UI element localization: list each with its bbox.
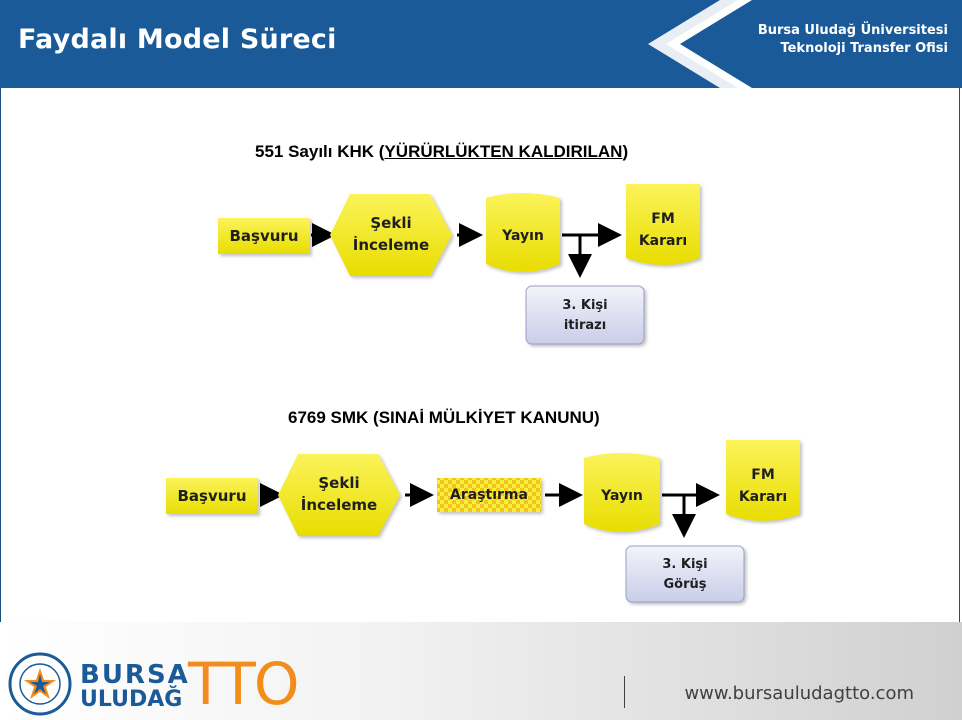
- d2-arastirma-label: Araştırma: [450, 487, 528, 503]
- d1-yayin-label: Yayın: [502, 228, 544, 244]
- d1-sekli-line2: İnceleme: [352, 236, 430, 254]
- logo-uludag-text: ULUDAĞ: [80, 687, 183, 712]
- d1-sekli-hex: [330, 194, 452, 276]
- diagram1-title-underlined: YÜRÜRLÜKTEN KALDIRILAN: [384, 142, 623, 161]
- diagram1-title-prefix: 551 Sayılı KHK (: [255, 142, 385, 161]
- d2-sekli-line1: Şekli: [318, 474, 360, 492]
- university-seal-icon: [8, 652, 72, 716]
- diagram2-shapes: [166, 440, 800, 603]
- diagram1-shapes: [218, 184, 700, 345]
- d1-kisi-line2: itirazı: [563, 318, 607, 333]
- d2-arastirma-box: [437, 478, 541, 512]
- diagram1-title: 551 Sayılı KHK (YÜRÜRLÜKTEN KALDIRILAN): [255, 142, 628, 162]
- d1-fm-label: FM Kararı: [626, 208, 700, 252]
- process-diagrams: [166, 184, 800, 603]
- d2-fm-scroll: [726, 440, 800, 521]
- d1-fm-line1: FM: [651, 211, 675, 227]
- d2-yayin-label: Yayın: [601, 488, 643, 504]
- d1-kisi-label: 3. Kişi itirazı: [526, 296, 644, 336]
- d2-sekli-hex: [278, 454, 400, 536]
- org-line-2: Teknoloji Transfer Ofisi: [780, 41, 948, 56]
- page-title: Faydalı Model Süreci: [18, 24, 337, 55]
- d1-basvuru-box: [218, 218, 310, 254]
- d2-sekli-label: Şekli İnceleme: [278, 472, 400, 516]
- website-url: www.bursauludagtto.com: [684, 683, 914, 704]
- organization-name: Bursa Uludağ Üniversitesi Teknoloji Tran…: [758, 22, 948, 58]
- logo-tto-text: TTO: [188, 650, 299, 718]
- d2-kisi-line2: Görüş: [663, 577, 707, 592]
- d2-yayin-shape: [584, 453, 660, 532]
- d2-sekli-line2: İnceleme: [300, 496, 378, 514]
- footer-divider: [624, 676, 625, 708]
- d2-basvuru-label: Başvuru: [177, 487, 247, 505]
- org-line-1: Bursa Uludağ Üniversitesi: [757, 23, 948, 38]
- logo-bursa-text: BURSA: [80, 660, 190, 690]
- d1-fm-line2: Kararı: [638, 233, 688, 249]
- d1-kisi-box: [525, 285, 645, 345]
- d2-fm-line2: Kararı: [738, 489, 788, 505]
- d1-basvuru-label: Başvuru: [229, 227, 299, 245]
- footer-bar: [0, 622, 962, 720]
- d1-yayin-shape: [486, 193, 560, 272]
- diagram1-title-suffix: ): [622, 142, 629, 161]
- d2-fm-label: FM Kararı: [726, 464, 800, 508]
- d2-kisi-line1: 3. Kişi: [662, 557, 708, 572]
- d2-fm-line1: FM: [751, 467, 775, 483]
- d2-kisi-box: [625, 545, 745, 603]
- d2-kisi-label: 3. Kişi Görüş: [626, 555, 744, 595]
- d1-sekli-label: Şekli İnceleme: [330, 212, 452, 256]
- header-chevron: [648, 0, 962, 88]
- d1-sekli-line1: Şekli: [370, 214, 412, 232]
- d1-fm-scroll: [626, 184, 700, 265]
- d2-basvuru-box: [166, 478, 258, 514]
- d1-kisi-line1: 3. Kişi: [562, 298, 608, 313]
- diagram2-title: 6769 SMK (SINAİ MÜLKİYET KANUNU): [288, 408, 600, 427]
